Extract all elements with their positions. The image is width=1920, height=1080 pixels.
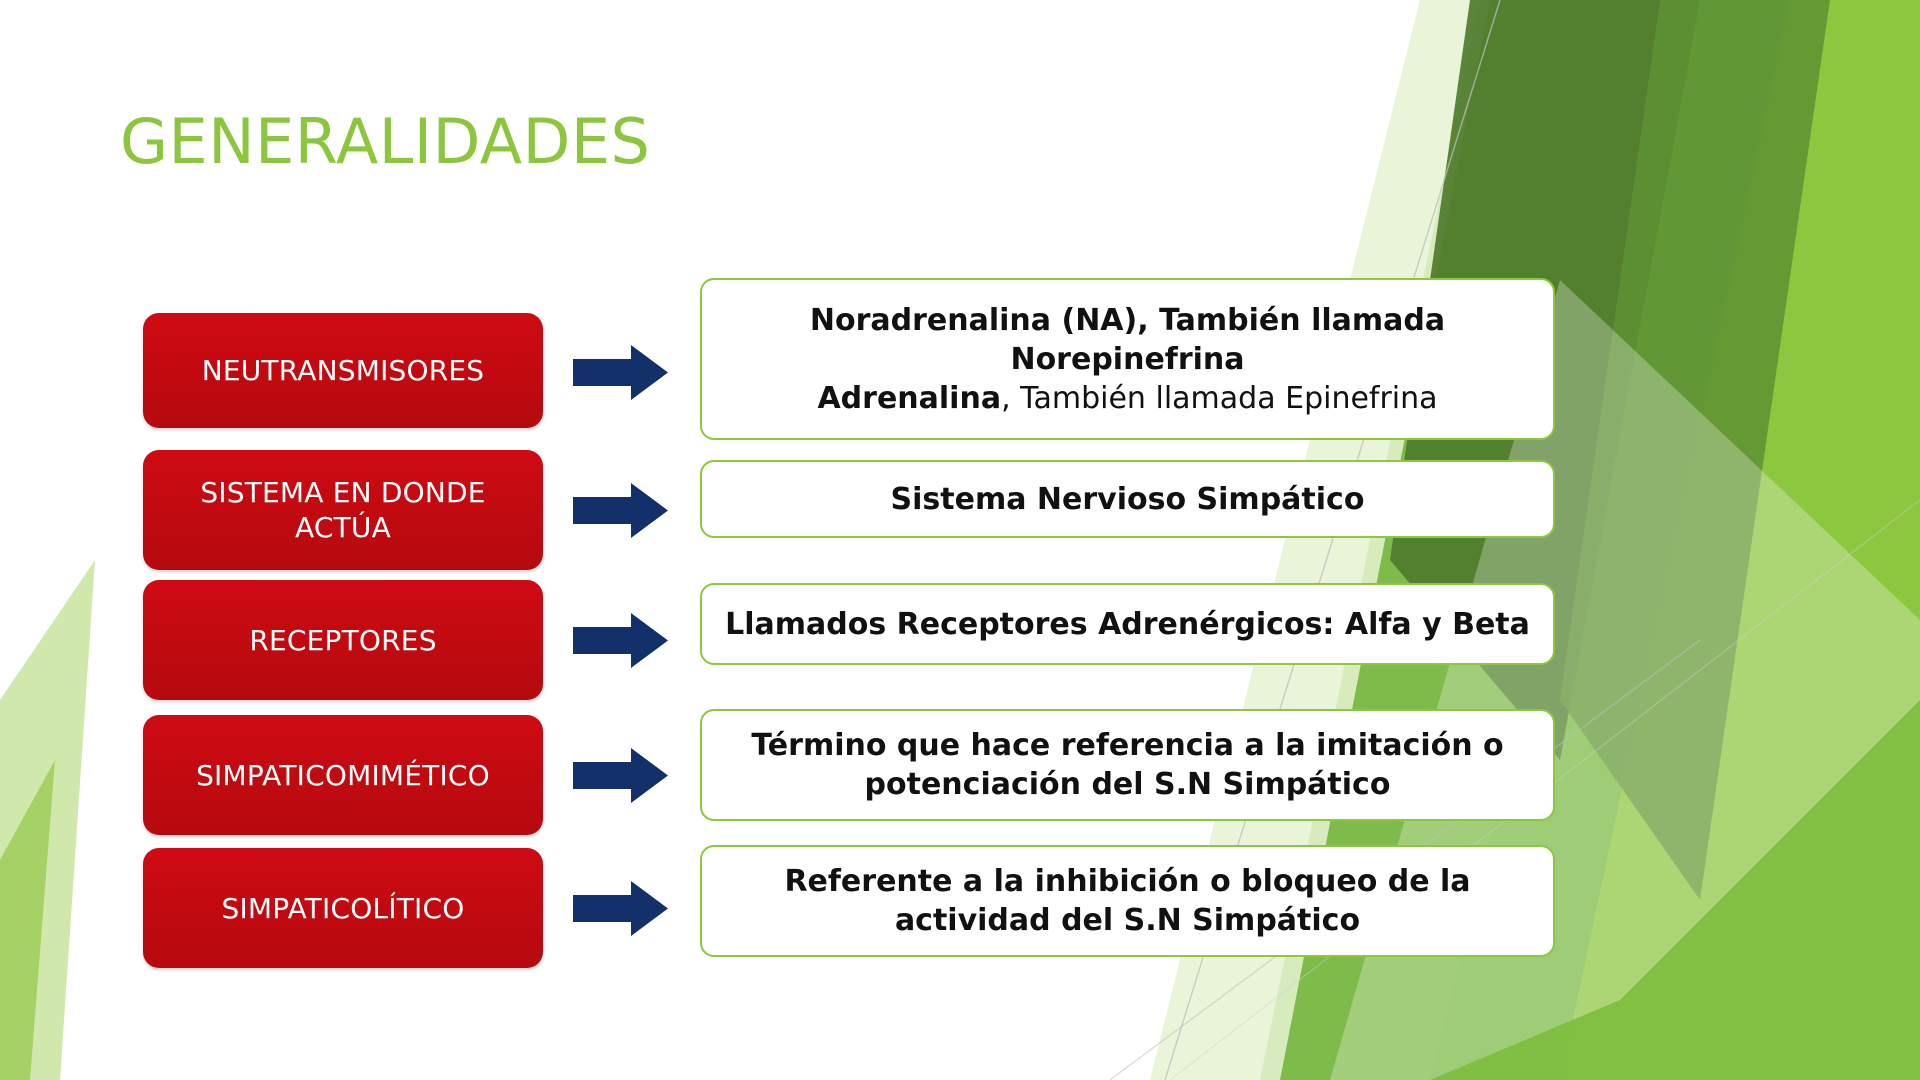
category-label: SIMPATICOLÍTICO [221, 891, 465, 925]
content-line-regular: , También llamada Epinefrina [1001, 380, 1438, 416]
right-arrow-icon [573, 483, 668, 538]
category-label: NEUTRANSMISORES [201, 354, 485, 387]
category-label: RECEPTORES [249, 623, 437, 657]
content-line: Norepinefrina [1010, 341, 1245, 377]
content-box-neutransmisores[interactable]: Noradrenalina (NA), También llamada Nore… [700, 278, 1555, 440]
right-arrow-icon [573, 748, 668, 803]
category-box-simpaticolitico[interactable]: SIMPATICOLÍTICO [143, 848, 543, 968]
category-box-neutransmisores[interactable]: NEUTRANSMISORES [143, 313, 543, 428]
content-box-sistema-en-donde-actua[interactable]: Sistema Nervioso Simpático [700, 460, 1555, 538]
content-line: Adrenalina, También llamada Epinefrina [718, 379, 1537, 418]
right-arrow-icon [573, 613, 668, 668]
content-line: potenciación del S.N Simpático [864, 767, 1391, 802]
content-line-bold: Adrenalina [817, 380, 1002, 416]
content-box-simpaticolitico[interactable]: Referente a la inhibición o bloqueo de l… [700, 845, 1555, 957]
right-arrow-icon [573, 881, 668, 936]
content-line: Sistema Nervioso Simpático [890, 481, 1365, 517]
content-line: Término que hace referencia a la imitaci… [751, 728, 1504, 763]
page-title: GENERALIDADES [120, 105, 651, 178]
category-label: SIMPATICOMIMÉTICO [196, 758, 490, 792]
content-line: Llamados Receptores Adrenérgicos: Alfa y… [725, 606, 1530, 642]
category-label: SISTEMA EN DONDE ACTÚA [200, 476, 486, 544]
category-box-simpaticomimetico[interactable]: SIMPATICOMIMÉTICO [143, 715, 543, 835]
content-box-simpaticomimetico[interactable]: Término que hace referencia a la imitaci… [700, 709, 1555, 821]
content-line: Referente a la inhibición o bloqueo de l… [784, 864, 1471, 899]
right-arrow-icon [573, 345, 668, 400]
category-box-sistema-en-donde-actua[interactable]: SISTEMA EN DONDE ACTÚA [143, 450, 543, 570]
content-line: Noradrenalina (NA), También llamada [809, 302, 1446, 338]
content-line: actividad del S.N Simpático [894, 903, 1361, 938]
content-box-receptores[interactable]: Llamados Receptores Adrenérgicos: Alfa y… [700, 583, 1555, 665]
category-box-receptores[interactable]: RECEPTORES [143, 580, 543, 700]
